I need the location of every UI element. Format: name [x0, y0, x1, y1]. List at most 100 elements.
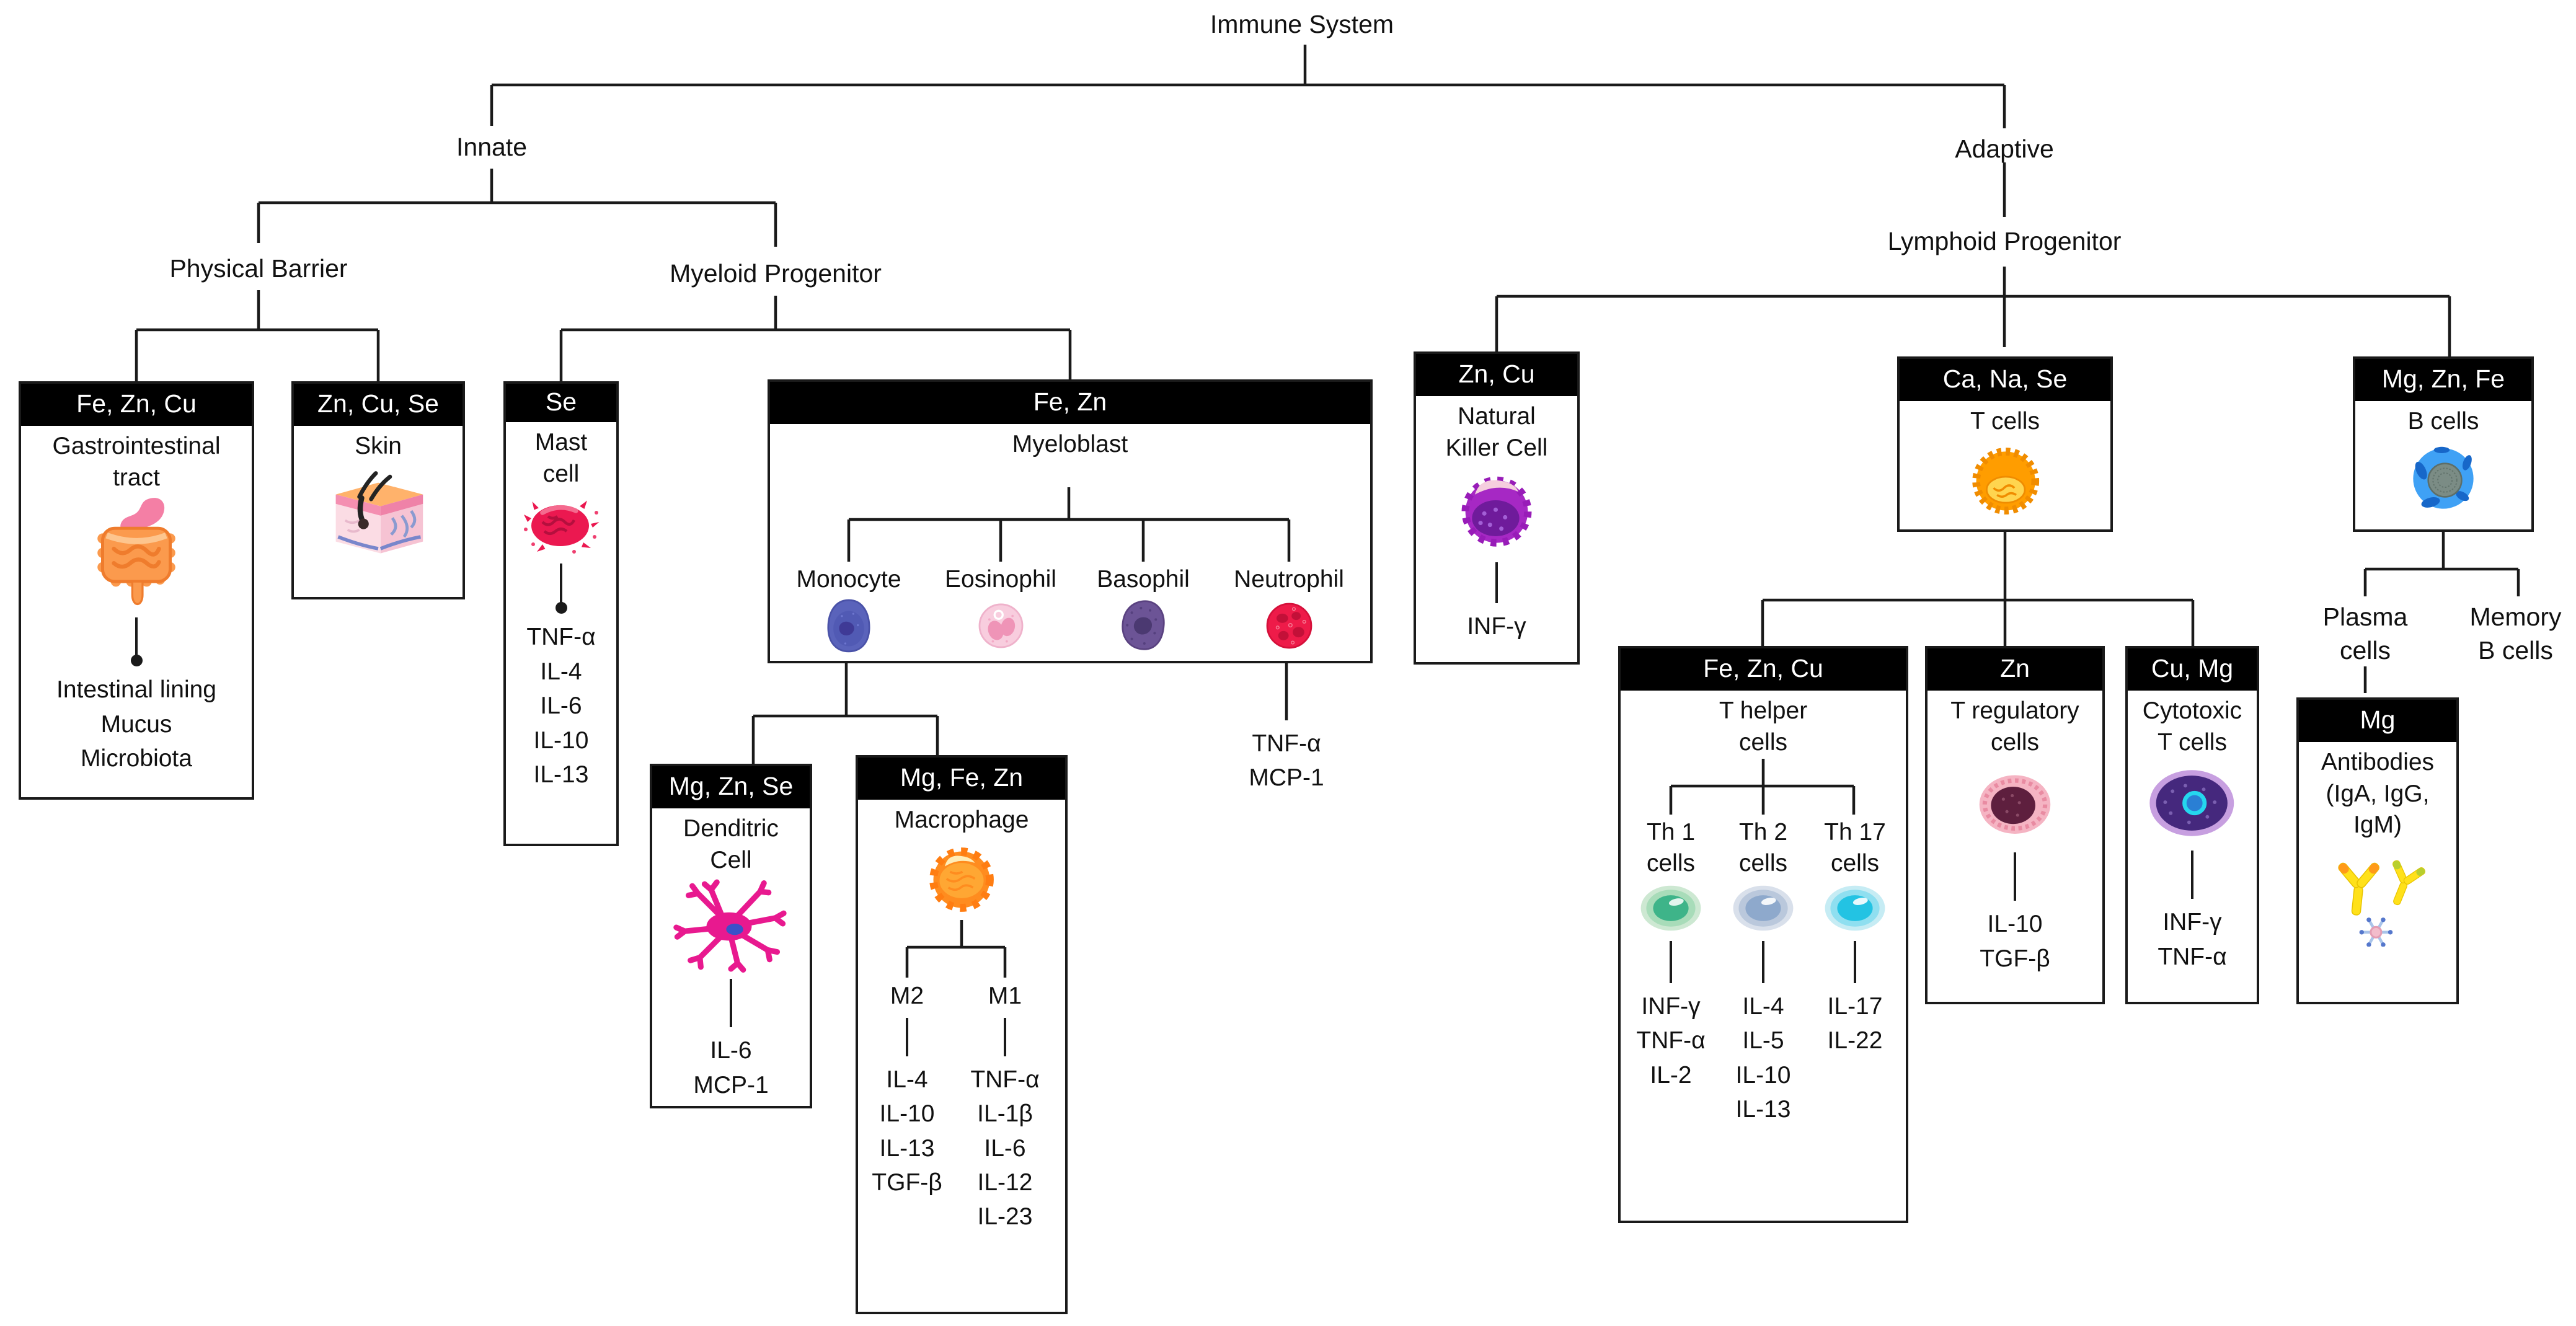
b-cells-box: Mg, Zn, Fe B cells — [2353, 356, 2534, 532]
m2-label: M2 — [890, 983, 924, 1009]
macrophage-title: Macrophage — [894, 807, 1029, 833]
cytotoxic-title-line1: Cytotoxic — [2142, 697, 2242, 724]
t-cells-box: Ca, Na, Se T cells — [1897, 356, 2113, 532]
nk-output-1: INF-γ — [1467, 613, 1526, 640]
eosinophil-label: Eosinophil — [945, 566, 1056, 593]
gi-output-connector — [130, 617, 143, 667]
neutrophil-node: Neutrophil — [1218, 564, 1360, 656]
dendritic-cell-box: Mg, Zn, Se Denditric Cell — [650, 764, 812, 1108]
m1-connector — [1004, 1017, 1006, 1056]
m2-connector — [906, 1017, 908, 1056]
m2-output-1: IL-4 — [886, 1066, 928, 1093]
mast-title-line2: cell — [542, 460, 580, 487]
myeloblast-branch-lines — [847, 487, 1291, 562]
nk-minerals-header: Zn, Cu — [1416, 354, 1577, 396]
th1-outputs: INF-γ TNF-α IL-2 — [1636, 989, 1705, 1092]
dendritic-minerals-header: Mg, Zn, Se — [652, 766, 810, 808]
m1-subset: M1 TNF-α IL-1β IL-6 IL-12 IL-23 — [958, 981, 1051, 1234]
nk-output-connector — [1495, 562, 1498, 604]
eosinophil-node: Eosinophil — [929, 564, 1072, 656]
mast-cell-icon — [515, 492, 608, 557]
neutrophil-icon — [1260, 595, 1319, 656]
mast-output-2: IL-4 — [540, 658, 582, 685]
group-lymphoid-progenitor-label: Lymphoid Progenitor — [1887, 227, 2122, 255]
antibody-icons — [2321, 846, 2435, 947]
treg-cell-icon — [1966, 762, 2064, 846]
m1-output-2: IL-1β — [977, 1100, 1033, 1128]
th2-cell-icon — [1729, 882, 1797, 935]
th17-label-line2: cells — [1830, 849, 1880, 877]
thelper-title-line1: T helper — [1719, 697, 1808, 724]
mast-outputs: TNF-α IL-4 IL-6 IL-10 IL-13 — [526, 620, 595, 792]
t-helper-box: Fe, Zn, Cu T helper cells Th 1 cells INF… — [1618, 646, 1908, 1223]
monocyte-label: Monocyte — [796, 566, 901, 593]
th2-subset: Th 2 cells IL-4 IL-5 IL-10 IL-13 — [1717, 817, 1810, 1126]
th1-label-line2: cells — [1646, 849, 1696, 877]
th1-subset: Th 1 cells INF-γ TNF-α IL-2 — [1624, 817, 1717, 1092]
memory-b-cells-label: Memory B cells — [2455, 600, 2576, 667]
branch-innate-label: Innate — [456, 133, 527, 161]
th17-subset: Th 17 cells IL-17 IL-22 — [1808, 817, 1901, 1058]
dendritic-title-line2: Cell — [710, 846, 752, 873]
dendritic-output-connector — [730, 979, 732, 1028]
monocyte-node: Monocyte — [777, 564, 920, 656]
gi-title-line1: Gastrointestinal — [52, 433, 221, 459]
th2-label-line2: cells — [1738, 849, 1788, 877]
m1-output-1: TNF-α — [970, 1066, 1040, 1093]
th2-label-line1: Th 2 — [1738, 819, 1788, 846]
m2-output-3: IL-13 — [879, 1134, 935, 1162]
cytotoxic-output-connector — [2191, 851, 2193, 899]
gi-tract-icon — [84, 493, 189, 611]
th1-cell-icon — [1637, 882, 1705, 935]
gi-output-1: Intestinal lining — [56, 676, 216, 704]
skin-title: Skin — [355, 433, 402, 459]
thelper-title-line2: cells — [1738, 728, 1788, 756]
eosinophil-icon — [972, 595, 1030, 656]
basophil-node: Basophil — [1072, 564, 1215, 656]
cytotoxic-title-line2: T cells — [2158, 728, 2227, 756]
th1-output-1: INF-γ — [1641, 992, 1701, 1020]
cytotoxic-output-2: TNF-α — [2158, 943, 2227, 970]
memory-b-cells-line2: B cells — [2478, 636, 2553, 665]
mast-output-1: TNF-α — [526, 624, 596, 651]
m2-output-2: IL-10 — [879, 1100, 935, 1128]
th1-label-line1: Th 1 — [1646, 819, 1696, 846]
antibodies-minerals-header: Mg — [2299, 700, 2456, 742]
neutrophil-output-1: TNF-α — [1252, 730, 1321, 757]
m1-label: M1 — [988, 983, 1022, 1009]
b-cells-title: B cells — [2407, 408, 2479, 435]
t-cell-icon — [1963, 438, 2047, 524]
antibodies-box: Mg Antibodies (IgA, IgG, IgM) — [2296, 697, 2459, 1004]
antibodies-title-line3: IgM) — [2353, 811, 2402, 839]
skin-icon — [319, 466, 437, 560]
monocyte-icon — [820, 595, 877, 656]
myeloblast-box: Fe, Zn Myeloblast Monocyte Eosinophil — [768, 379, 1373, 663]
th2-outputs: IL-4 IL-5 IL-10 IL-13 — [1736, 989, 1791, 1127]
neutrophil-outputs: TNF-α MCP-1 — [1224, 727, 1348, 795]
m2-subset: M2 IL-4 IL-10 IL-13 TGF-β — [861, 981, 954, 1200]
mast-minerals-header: Se — [506, 384, 616, 422]
mast-output-5: IL-13 — [533, 761, 589, 788]
dendritic-title-line1: Denditric — [683, 815, 779, 842]
th2-output-1: IL-4 — [1742, 992, 1784, 1020]
plasma-cells-label: Plasma cells — [2303, 600, 2427, 667]
mast-cell-box: Se Mast cell — [503, 381, 619, 846]
b-cell-icon — [2404, 439, 2483, 518]
treg-output-connector — [2014, 852, 2016, 901]
cytotoxic-output-1: INF-γ — [2162, 909, 2222, 936]
gi-tract-box: Fe, Zn, Cu Gastrointestinal tract — [19, 381, 254, 800]
treg-outputs: IL-10 TGF-β — [1980, 907, 2050, 976]
th1-output-2: TNF-α — [1636, 1027, 1706, 1054]
th17-outputs: IL-17 IL-22 — [1828, 989, 1883, 1058]
skin-minerals-header: Zn, Cu, Se — [294, 384, 463, 426]
m2-output-4: TGF-β — [872, 1169, 942, 1196]
cytotoxic-outputs: INF-γ TNF-α — [2158, 905, 2226, 974]
b-cells-minerals-header: Mg, Zn, Fe — [2355, 359, 2531, 401]
th17-connector — [1854, 940, 1856, 983]
neutrophil-label: Neutrophil — [1234, 566, 1344, 593]
treg-title-line1: T regulatory — [1950, 697, 2079, 724]
th17-output-1: IL-17 — [1827, 992, 1883, 1020]
nk-title-line1: Natural — [1458, 403, 1536, 430]
